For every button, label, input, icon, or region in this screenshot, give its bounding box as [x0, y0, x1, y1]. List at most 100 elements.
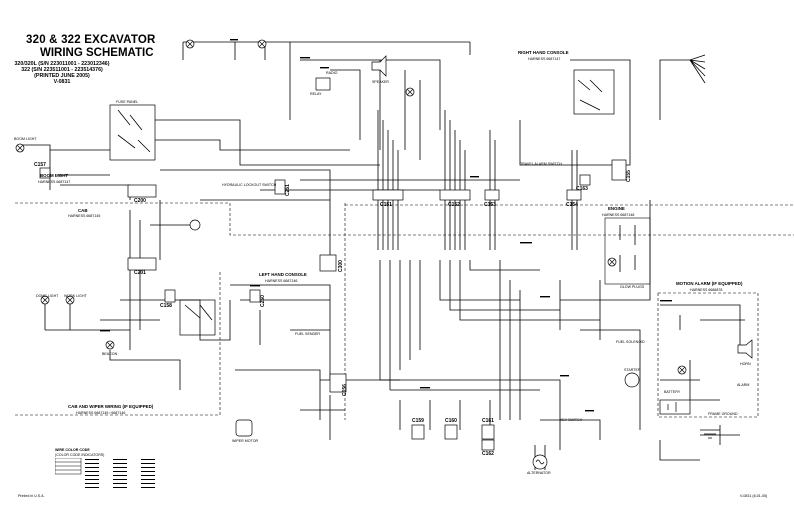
section-motion-alarm: MOTION ALARM (IF EQUIPPED) — [676, 281, 743, 286]
label-alternator: ALTERNATOR — [527, 471, 551, 475]
connector-c161 — [481, 424, 495, 440]
serial-range-322: 322 (S/N 223511001 - 223514376) — [21, 67, 103, 73]
label-alarm: ALARM — [737, 383, 750, 387]
connector-c156 — [329, 373, 347, 393]
wire-number-labels — [100, 39, 672, 412]
doc-code: V-0831 — [53, 79, 71, 85]
section-cab-harness: HARNESS 6687145 — [68, 214, 101, 218]
section-right-hand-console-harness: HARNESS 6687147 — [528, 57, 561, 61]
connector-c153 — [484, 189, 500, 201]
connector-c201 — [127, 257, 157, 271]
connector-c160 — [444, 424, 458, 440]
label-c154: C154 — [566, 202, 578, 208]
section-left-hand-console: LEFT HAND CONSOLE — [259, 272, 307, 277]
alternator-icon — [532, 454, 548, 470]
indicator-lamp-icon — [405, 87, 415, 97]
section-cab: CAB — [78, 208, 88, 213]
section-right-hand-console: RIGHT HAND CONSOLE — [518, 50, 569, 55]
connector-c158 — [164, 289, 176, 303]
label-c155: C155 — [626, 170, 632, 182]
connector-c200 — [127, 184, 157, 198]
label-hydraulic-lockout: HYDRAULIC LOCKOUT SWITCH — [222, 183, 277, 187]
speaker-icon — [371, 55, 387, 77]
label-travel-alarm-switch: TRAVEL ALARM SWITCH — [520, 162, 562, 166]
label-c151: C151 — [380, 202, 392, 208]
label-c152: C152 — [448, 202, 460, 208]
alarm-lamp-icon — [607, 257, 617, 267]
label-wiper-motor: WIPER MOTOR — [232, 439, 259, 443]
boom-light-lamp-icon — [15, 143, 25, 153]
label-key-switch: KEY SWITCH — [560, 418, 583, 422]
connector-c159 — [411, 424, 425, 440]
connector-c151 — [372, 189, 404, 201]
label-battery: BATTERY — [664, 390, 681, 394]
printed-in: Printed in U.S.A. — [18, 494, 45, 498]
label-c162: C162 — [482, 451, 494, 457]
label-work-light: WORK LIGHT — [64, 294, 87, 298]
label-glow-plugs: GLOW PLUGS — [620, 285, 645, 289]
connector-c163 — [579, 174, 591, 186]
section-boom-light: BOOM LIGHT — [40, 173, 69, 178]
label-dome-light: DOME LIGHT — [36, 294, 59, 298]
label-speaker: SPEAKER — [372, 80, 389, 84]
legend-subtitle: (COLOR CODE INDICATORS) — [55, 453, 105, 457]
section-motion-alarm-harness: HARNESS 6686878 — [690, 288, 723, 292]
label-c200: C200 — [134, 198, 146, 204]
printed-date: (PRINTED JUNE 2005) — [34, 73, 90, 79]
section-boom-light-harness: HARNESS 6687147 — [38, 180, 71, 184]
connector-c251 — [274, 179, 286, 195]
connector-c162 — [481, 439, 495, 451]
connector-c152 — [439, 189, 471, 201]
component-symbols — [15, 39, 753, 470]
label-radio: RADIO — [326, 71, 338, 75]
section-cab-wiper: CAB AND WIPER WIRING (IF EQUIPPED) — [68, 404, 154, 409]
relay-icon — [315, 77, 331, 91]
work-light-lamp-icon — [65, 295, 75, 305]
label-c156: C156 — [342, 384, 348, 396]
wiper-motor-icon — [235, 419, 253, 437]
connector-c155 — [611, 159, 627, 181]
label-beacon: BEACON — [102, 352, 118, 356]
label-fuel-sender: FUEL SENDER — [295, 332, 321, 336]
page-code: V-0831 (8-01-05) — [740, 494, 768, 498]
label-c201: C201 — [134, 270, 146, 276]
wire-harness — [15, 41, 794, 470]
connector-c300 — [319, 254, 337, 272]
label-c250: C250 — [260, 295, 266, 307]
starter-icon — [624, 372, 640, 388]
dome-light-lamp-icon — [40, 295, 50, 305]
label-fuse-panel: FUSE PANEL — [116, 100, 139, 104]
section-engine-harness: HARNESS 6687148 — [602, 213, 635, 217]
label-horn: HORN — [740, 362, 751, 366]
label-c300: C300 — [338, 260, 344, 272]
label-fuel-solenoid: FUEL SOLENOID — [616, 340, 645, 344]
label-relay: RELAY — [310, 92, 322, 96]
label-c159: C159 — [412, 418, 424, 424]
section-left-hand-console-harness: HARNESS 6687146 — [265, 279, 298, 283]
label-c161: C161 — [482, 418, 494, 424]
label-c160: C160 — [445, 418, 457, 424]
frame-ground-icon — [700, 429, 720, 439]
label-c251: C251 — [285, 184, 291, 196]
legend-title: WIRE COLOR CODE — [55, 448, 90, 452]
label-c158: C158 — [160, 303, 172, 309]
section-cab-wiper-harness: HARNESS 6687145 / 6687146 — [76, 411, 126, 415]
label-c153: C153 — [484, 202, 496, 208]
connector-c157 — [39, 167, 51, 179]
label-frame-ground: FRAME GROUND — [708, 412, 738, 416]
wire-color-legend-table — [55, 458, 155, 488]
label-c163: C163 — [576, 186, 588, 192]
top-lamp-2-icon — [257, 39, 267, 49]
connector-c154 — [566, 189, 582, 201]
label-c157: C157 — [34, 162, 46, 168]
motion-lamp-icon — [677, 365, 687, 375]
battery-icon — [659, 399, 691, 415]
connector-blocks — [39, 159, 627, 451]
top-lamp-icon — [185, 39, 195, 49]
label-boom-light: BOOM LIGHT — [14, 137, 37, 141]
fuel-gauge-icon — [189, 219, 201, 231]
label-starter: STARTER — [624, 368, 641, 372]
schematic-subtitle: WIRING SCHEMATIC — [40, 47, 154, 59]
schematic-title: 320 & 322 EXCAVATOR — [26, 34, 156, 46]
